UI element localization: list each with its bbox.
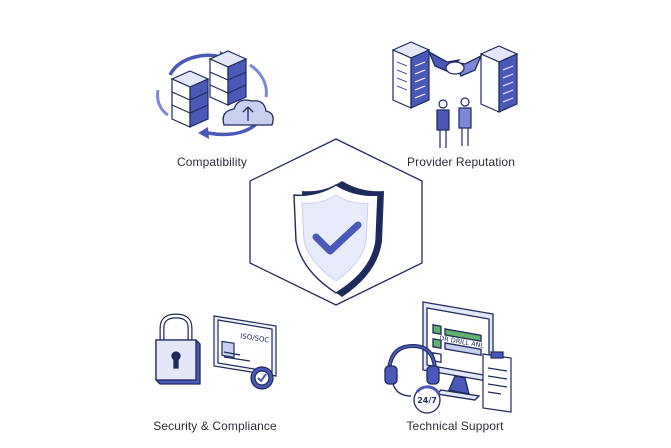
- shield-check-icon: [293, 181, 384, 297]
- node-label-security-compliance: Security & Compliance: [153, 419, 277, 433]
- node-label-technical-support: Technical Support: [406, 419, 504, 433]
- server-sync-cloud-icon: [156, 50, 274, 139]
- node-label-provider-reputation: Provider Reputation: [407, 155, 515, 169]
- padlock-certificate-icon: ISO/SOC: [155, 313, 277, 390]
- hub-hexagon: [249, 138, 423, 306]
- support-badge-text: 24/7: [417, 396, 437, 405]
- headset-monitor-icon: DR DRILL ANL 24/7: [384, 301, 512, 414]
- handshake-buildings-icon: [391, 41, 519, 148]
- node-label-compatibility: Compatibility: [177, 155, 247, 169]
